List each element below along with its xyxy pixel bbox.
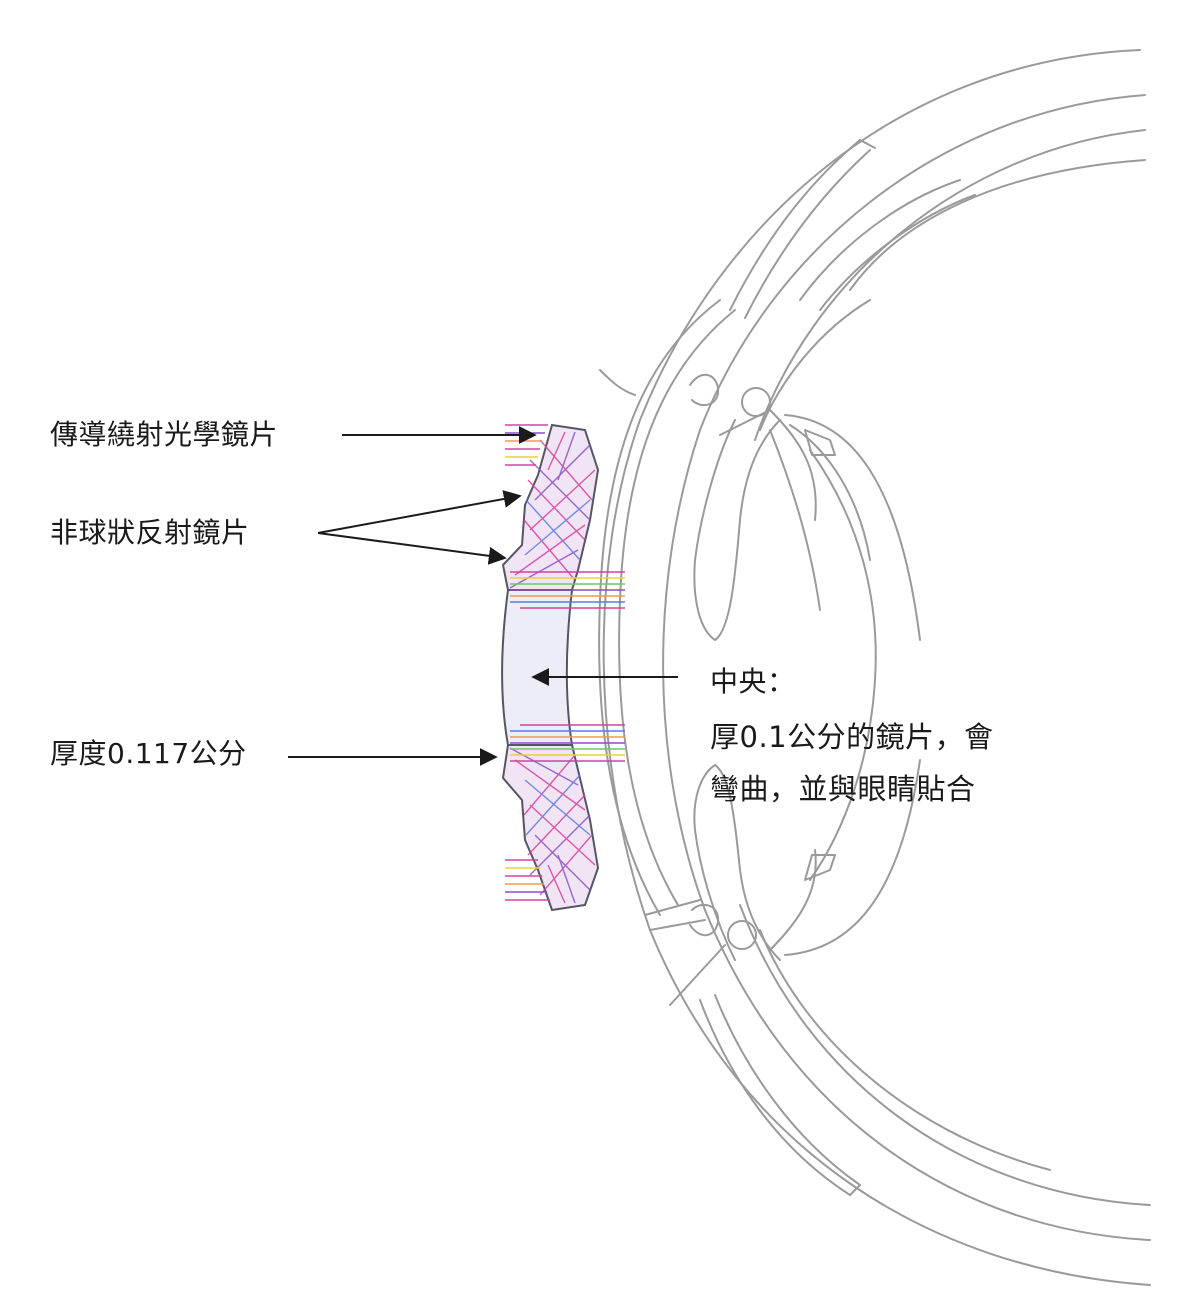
lower-band-outer (699, 999, 851, 1196)
center-desc-line2: 彎曲，並與眼睛貼合 (710, 772, 976, 806)
cornea-outer (598, 299, 721, 916)
center-title-label: 中央： (710, 665, 796, 698)
arrow-aspheric-upper (317, 490, 522, 534)
upper-band-inner (744, 149, 871, 319)
lens-lower-section (501, 744, 600, 912)
contact-lens (501, 423, 625, 912)
arrow-aspheric-lower (317, 532, 507, 565)
crystalline-lens (809, 449, 877, 881)
upper-ciliary-node (741, 387, 771, 417)
lens-upper-rays (509, 431, 596, 589)
eye-outline (598, 49, 1151, 1286)
thickness-label: 厚度0.117公分 (50, 737, 247, 770)
diffractive-lens-label: 傳導繞射光學鏡片 (50, 418, 279, 451)
incoming-rays-bottom (505, 859, 550, 901)
outgoing-rays-upper (510, 571, 625, 609)
leader-arrows (288, 426, 678, 766)
upper-band-outer (729, 139, 861, 311)
lower-band-inner (714, 994, 861, 1186)
cornea-inner (618, 309, 736, 906)
lens-lower-rays (509, 747, 596, 904)
lower-iris (693, 764, 781, 961)
sclera-inner (754, 129, 1146, 441)
center-desc-line1: 厚0.1公分的鏡片，會 (710, 720, 994, 754)
aspheric-lens-label: 非球狀反射鏡片 (50, 516, 250, 549)
sclera-middle (662, 94, 1151, 1241)
lens-center (501, 589, 574, 746)
upper-iris (693, 419, 781, 641)
lower-ciliary-node (727, 920, 757, 950)
outgoing-rays-lower (510, 724, 625, 762)
